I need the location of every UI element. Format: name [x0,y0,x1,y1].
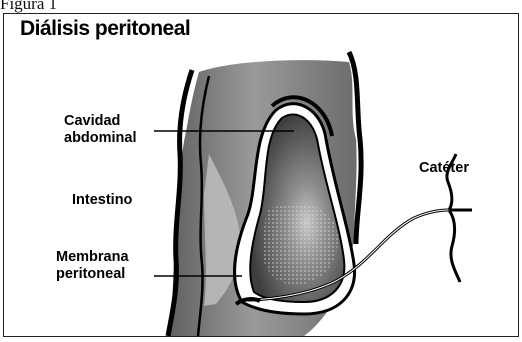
label-intestino: Intestino [72,192,132,209]
label-cateter: Catéter [419,160,469,177]
catheter-y-branch-down [449,210,460,282]
figure-caption: Figura 1 [0,0,57,14]
diagram-frame: Diálisis peritoneal [3,13,519,337]
label-membrane-line1: Membrana [56,249,129,266]
label-membrane-line2: peritoneal [56,266,129,283]
label-cavity-line2: abdominal [64,130,137,147]
label-membrana-peritoneal: Membrana peritoneal [56,249,129,283]
label-cavity-line1: Cavidad [64,113,137,130]
label-cavidad-abdominal: Cavidad abdominal [64,113,137,147]
